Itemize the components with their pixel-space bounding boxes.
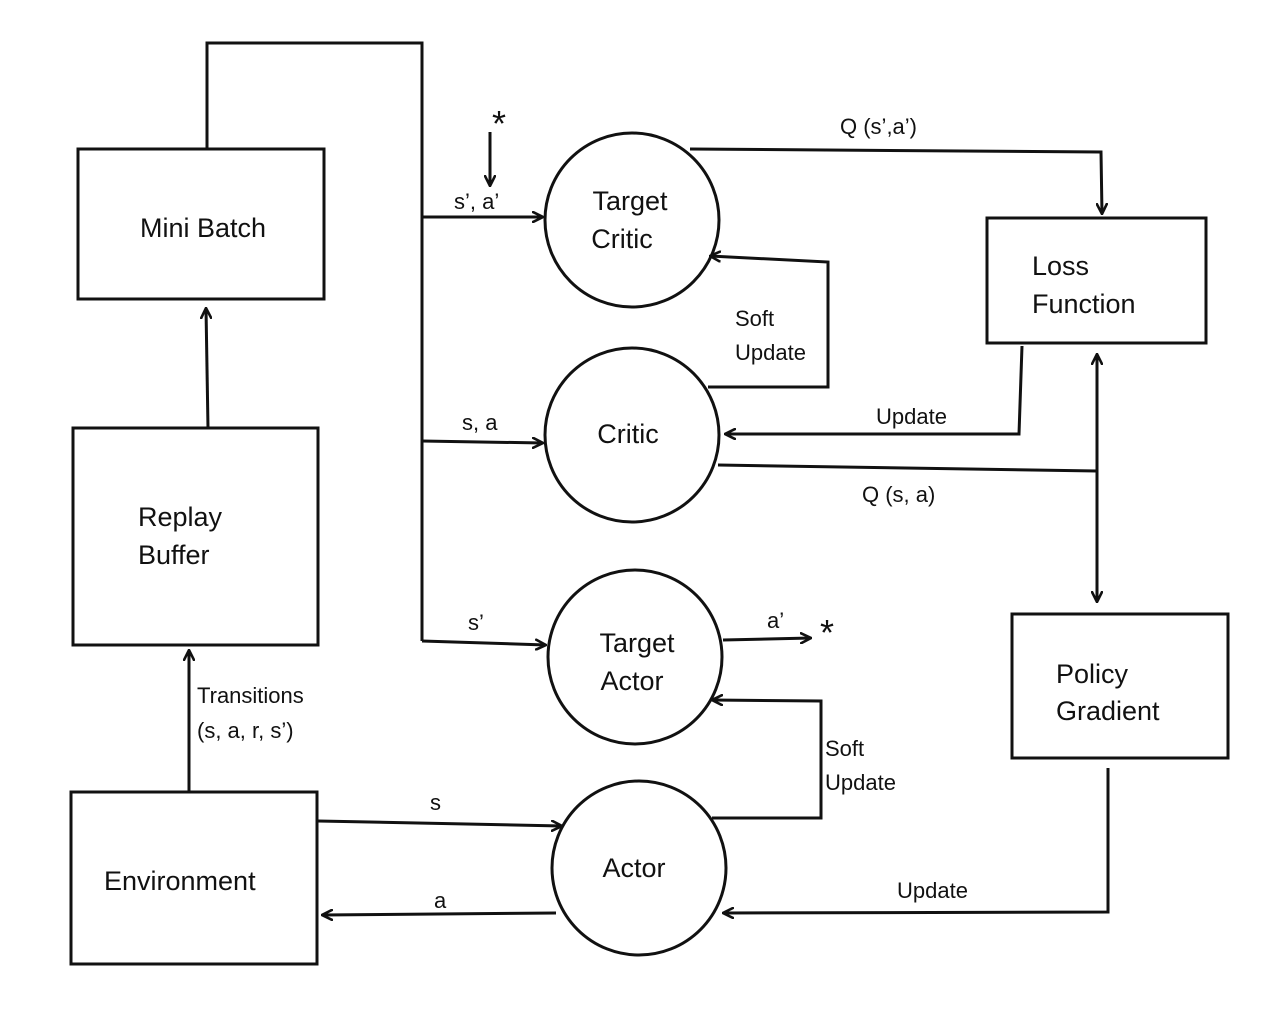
mini-batch-to-trunk-line xyxy=(205,41,424,641)
actor-soft-update-label-line2: Update xyxy=(825,770,896,795)
policy-gradient-label-line1: Policy xyxy=(1056,659,1129,689)
critic-soft-update-label-line2: Update xyxy=(735,340,806,365)
target-critic-label-line1: Target xyxy=(592,186,668,216)
policy-gradient-box: Policy Gradient xyxy=(1010,612,1230,760)
target-critic-input-label: s’, a’ xyxy=(454,189,499,214)
target-actor-output-arrow xyxy=(722,638,811,640)
critic-node: Critic xyxy=(543,346,721,524)
replay-buffer-to-mini-batch-arrow xyxy=(206,308,208,429)
environment-to-actor-label: s xyxy=(430,790,441,815)
trunk-to-critic-arrow xyxy=(421,441,543,443)
actor-soft-update-label-line1: Soft xyxy=(825,736,864,761)
target-actor-output-label: a’ xyxy=(767,608,784,633)
replay-buffer-label-line2: Buffer xyxy=(138,540,210,570)
loss-update-to-critic-arrow xyxy=(725,345,1024,434)
loss-update-label: Update xyxy=(876,404,947,429)
critic-soft-update-arrow xyxy=(708,256,830,389)
critic-soft-update-label-line1: Soft xyxy=(735,306,774,331)
target-actor-node: Target Actor xyxy=(546,568,724,746)
critic-label: Critic xyxy=(597,419,659,449)
actor-label: Actor xyxy=(602,853,665,883)
transitions-label-line2: (s, a, r, s’) xyxy=(197,718,294,743)
loss-function-label-line1: Loss xyxy=(1032,251,1089,281)
environment-box: Environment xyxy=(69,790,319,966)
target-critic-q-label: Q (s’,a’) xyxy=(840,114,917,139)
mini-batch-label: Mini Batch xyxy=(140,213,266,243)
target-critic-node: Target Critic xyxy=(543,131,721,309)
target-actor-label-line1: Target xyxy=(599,628,675,658)
transitions-label-line1: Transitions xyxy=(197,683,304,708)
target-actor-output-marker: * xyxy=(820,612,834,653)
actor-soft-update-arrow xyxy=(712,700,823,820)
loss-function-box: Loss Function xyxy=(985,216,1208,345)
actor-node: Actor xyxy=(550,779,728,957)
target-critic-input-marker: * xyxy=(492,103,506,144)
actor-to-environment-label: a xyxy=(434,888,447,913)
critic-q-line xyxy=(717,463,1098,473)
mini-batch-box: Mini Batch xyxy=(76,147,326,301)
environment-to-actor-arrow xyxy=(317,819,562,826)
target-critic-to-loss-arrow xyxy=(689,147,1102,214)
actor-to-environment-arrow xyxy=(322,913,557,915)
critic-input-label: s, a xyxy=(462,410,498,435)
critic-q-label: Q (s, a) xyxy=(862,482,935,507)
replay-buffer-label-line1: Replay xyxy=(138,502,223,532)
environment-label: Environment xyxy=(104,866,256,896)
policy-gradient-update-arrow xyxy=(723,768,1110,913)
loss-function-label-line2: Function xyxy=(1032,289,1136,319)
policy-gradient-update-label: Update xyxy=(897,878,968,903)
target-actor-input-label: s’ xyxy=(468,610,484,635)
policy-gradient-label-line2: Gradient xyxy=(1056,696,1160,726)
target-critic-label-line2: Critic xyxy=(591,224,653,254)
trunk-to-target-actor-arrow xyxy=(421,641,546,645)
target-actor-label-line2: Actor xyxy=(600,666,663,696)
replay-buffer-box: Replay Buffer xyxy=(71,426,320,647)
